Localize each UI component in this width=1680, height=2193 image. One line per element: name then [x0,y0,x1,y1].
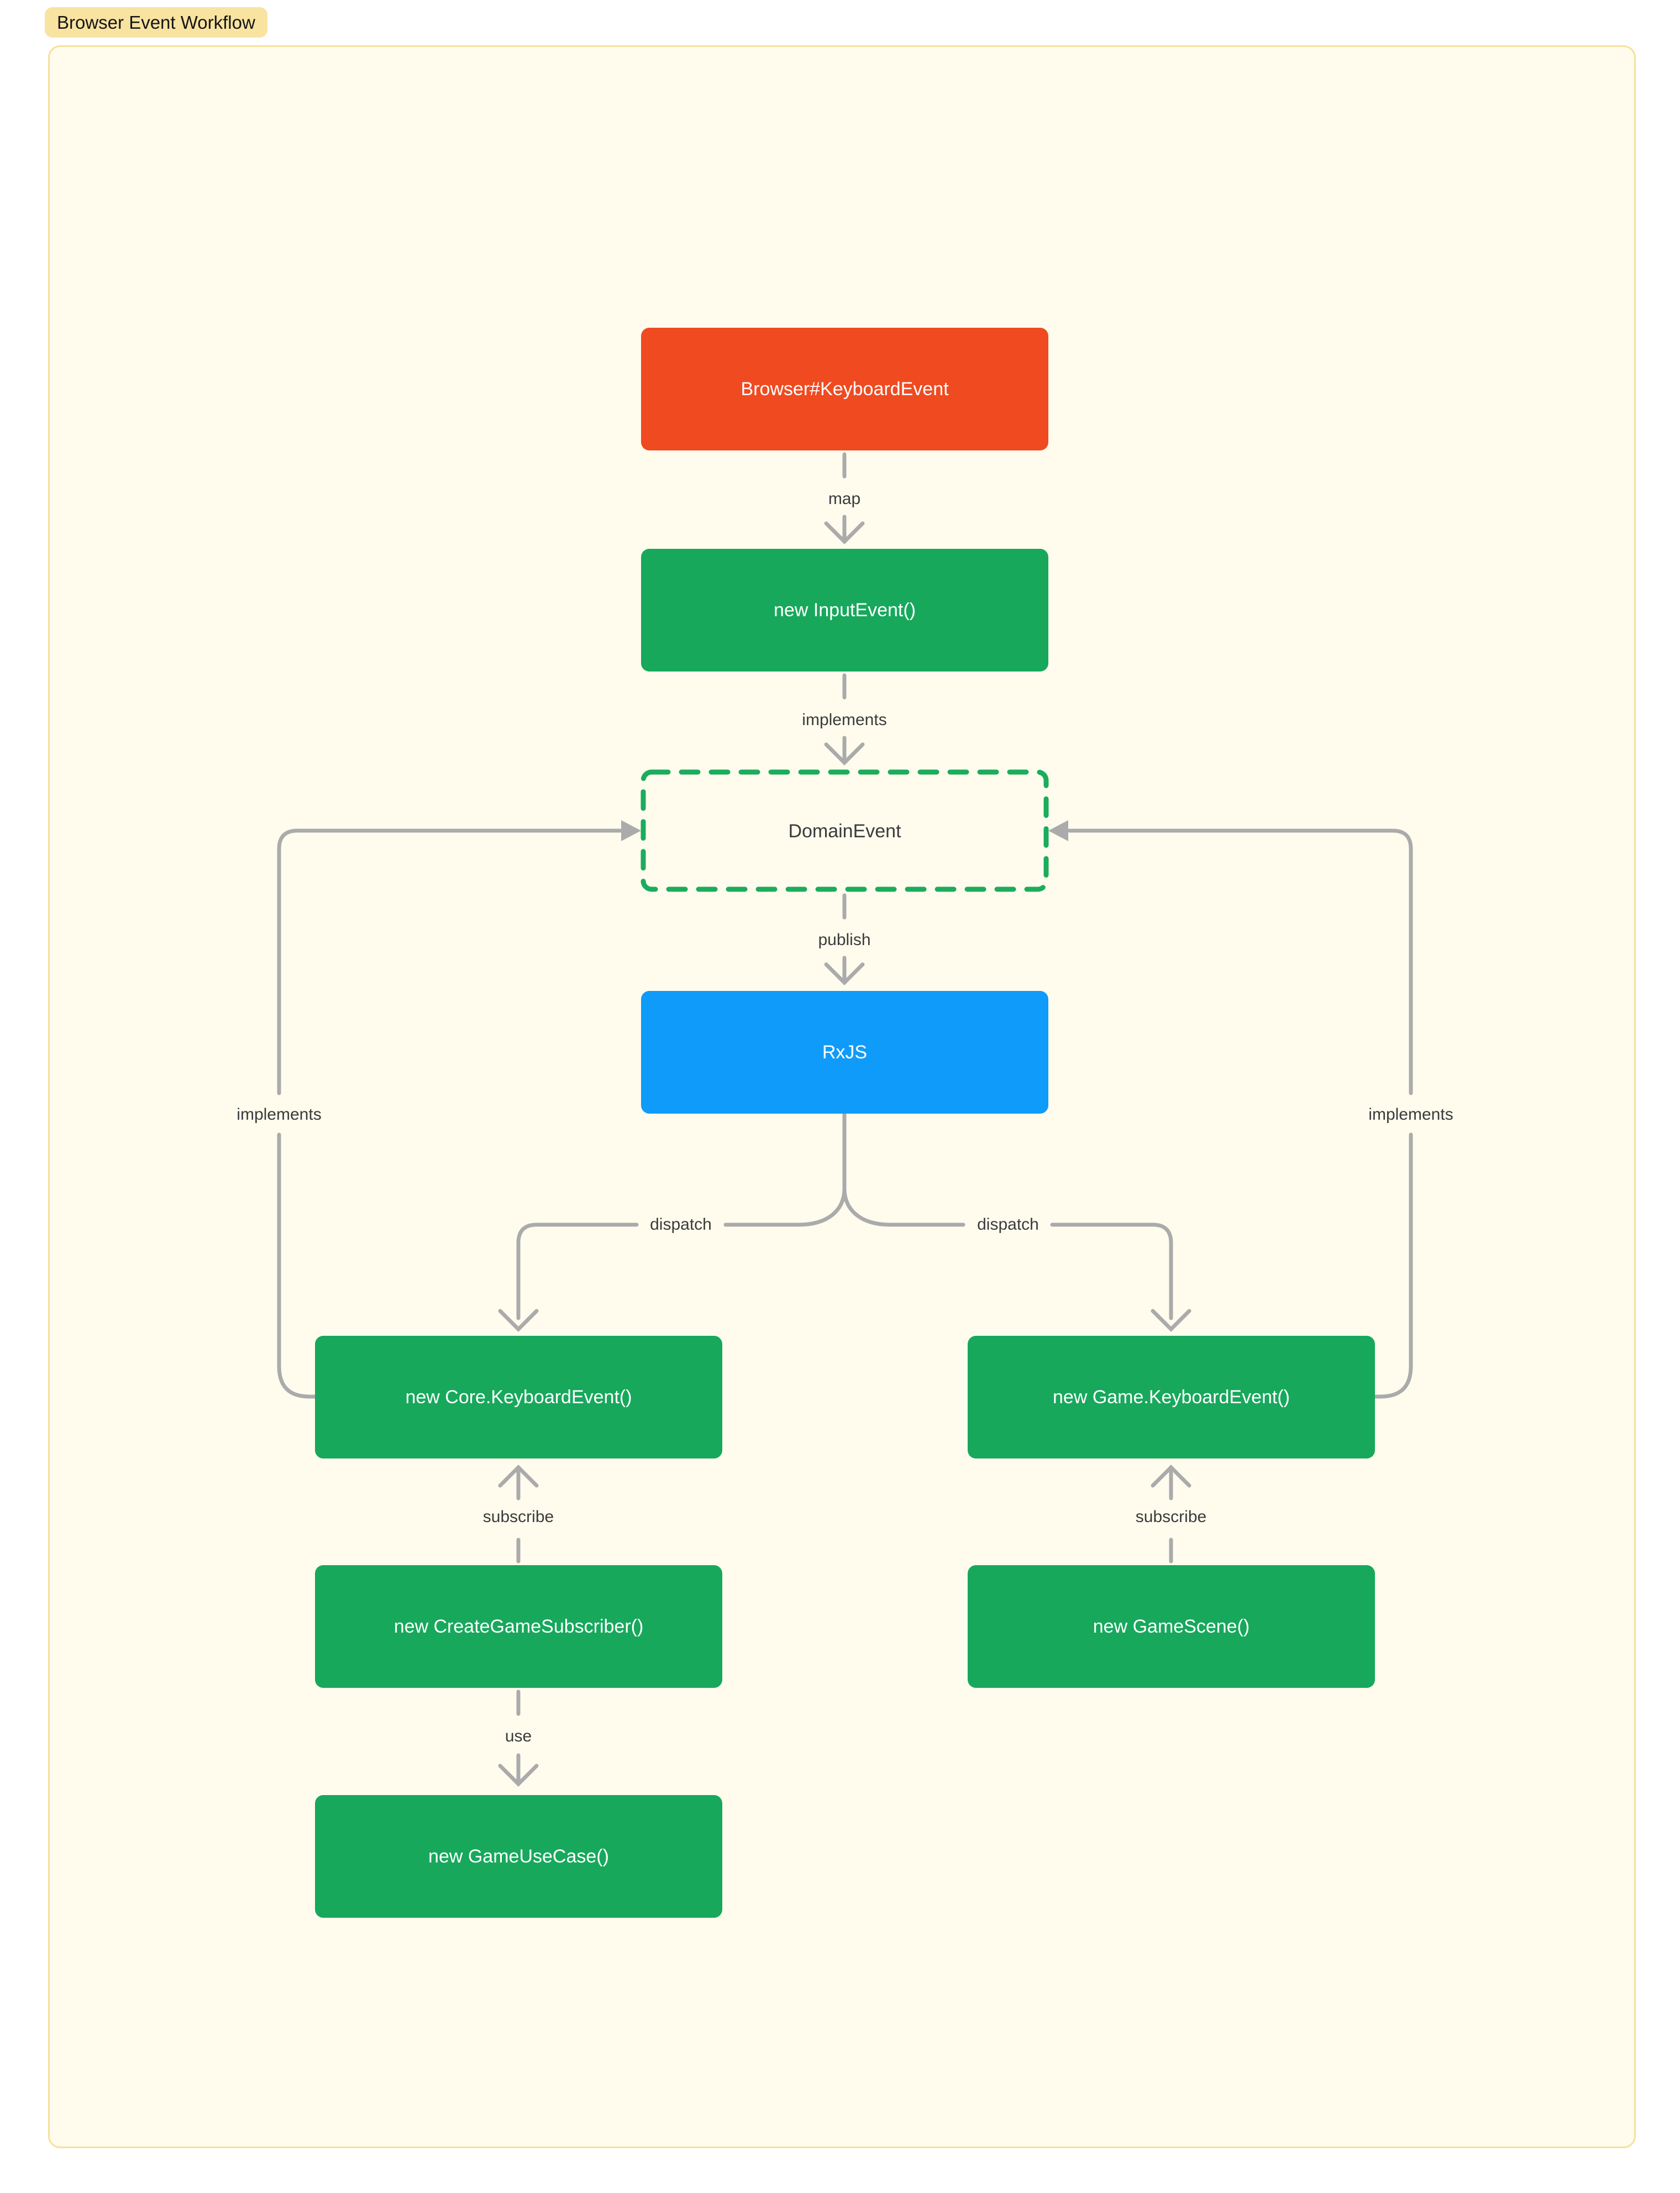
edge-dispatch-right [842,1186,1191,1332]
node-new-input-event: new InputEvent() [641,549,1048,671]
edge-map [824,452,865,544]
edge-label-publish: publish [818,931,871,949]
edge-publish [824,893,865,985]
node-new-game-scene: new GameScene() [968,1565,1375,1688]
node-browser-keyboard-event: Browser#KeyboardEvent [641,328,1048,450]
node-new-game-keyboard-event: new Game.KeyboardEvent() [968,1336,1375,1458]
diagram-title-badge: Browser Event Workflow [45,7,267,38]
node-new-game-use-case: new GameUseCase() [315,1795,722,1918]
edge-label-implements-left: implements [237,1105,322,1124]
node-new-create-game-subscriber: new CreateGameSubscriber() [315,1565,722,1688]
node-rxjs: RxJS [641,991,1048,1114]
edge-use [498,1690,539,1787]
edge-subscribe-right [1151,1465,1191,1564]
edge-label-subscribe-left: subscribe [482,1508,554,1526]
edge-label-implements-right: implements [1368,1105,1453,1124]
edge-subscribe-left [498,1465,539,1564]
edge-label-dispatch-right: dispatch [977,1215,1039,1234]
node-domain-event: DomainEvent [788,820,901,842]
node-new-core-keyboard-event: new Core.KeyboardEvent() [315,1336,722,1458]
edge-label-use: use [505,1727,532,1745]
edge-label-subscribe-right: subscribe [1135,1508,1207,1526]
edge-implements-right [1048,820,1413,1399]
edge-label-map: map [828,490,861,508]
edge-implements-left [277,820,641,1399]
edge-implements-center [824,673,865,765]
domain-event-dashed-border [641,769,1049,892]
edge-label-implements-center: implements [802,711,887,729]
edge-label-dispatch-left: dispatch [650,1215,712,1234]
